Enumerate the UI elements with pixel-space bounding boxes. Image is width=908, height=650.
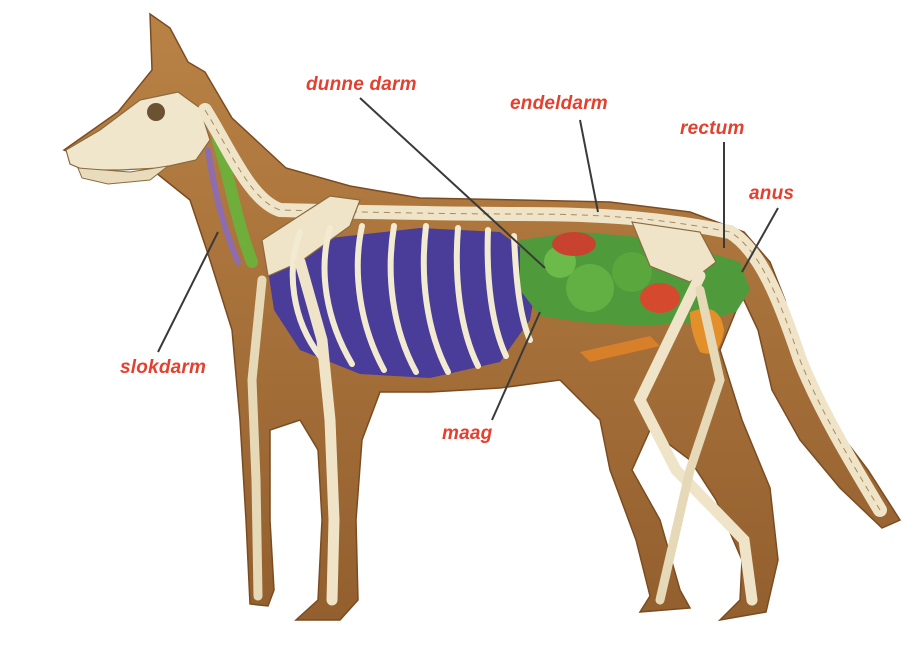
label-dunne-darm: dunne darm	[306, 74, 417, 96]
label-endeldarm: endeldarm	[510, 93, 608, 115]
leader-slokdarm	[158, 232, 218, 352]
stomach-red	[552, 232, 596, 256]
intestine-loop-1	[566, 264, 614, 312]
label-anus: anus	[749, 183, 794, 205]
skull	[66, 92, 210, 170]
eye-socket	[147, 103, 165, 121]
label-maag: maag	[442, 423, 492, 445]
intestine-loop-2	[612, 252, 652, 292]
label-slokdarm: slokdarm	[120, 357, 206, 379]
bladder-red	[640, 283, 680, 313]
label-rectum: rectum	[680, 118, 745, 140]
leader-endeldarm	[580, 120, 598, 212]
